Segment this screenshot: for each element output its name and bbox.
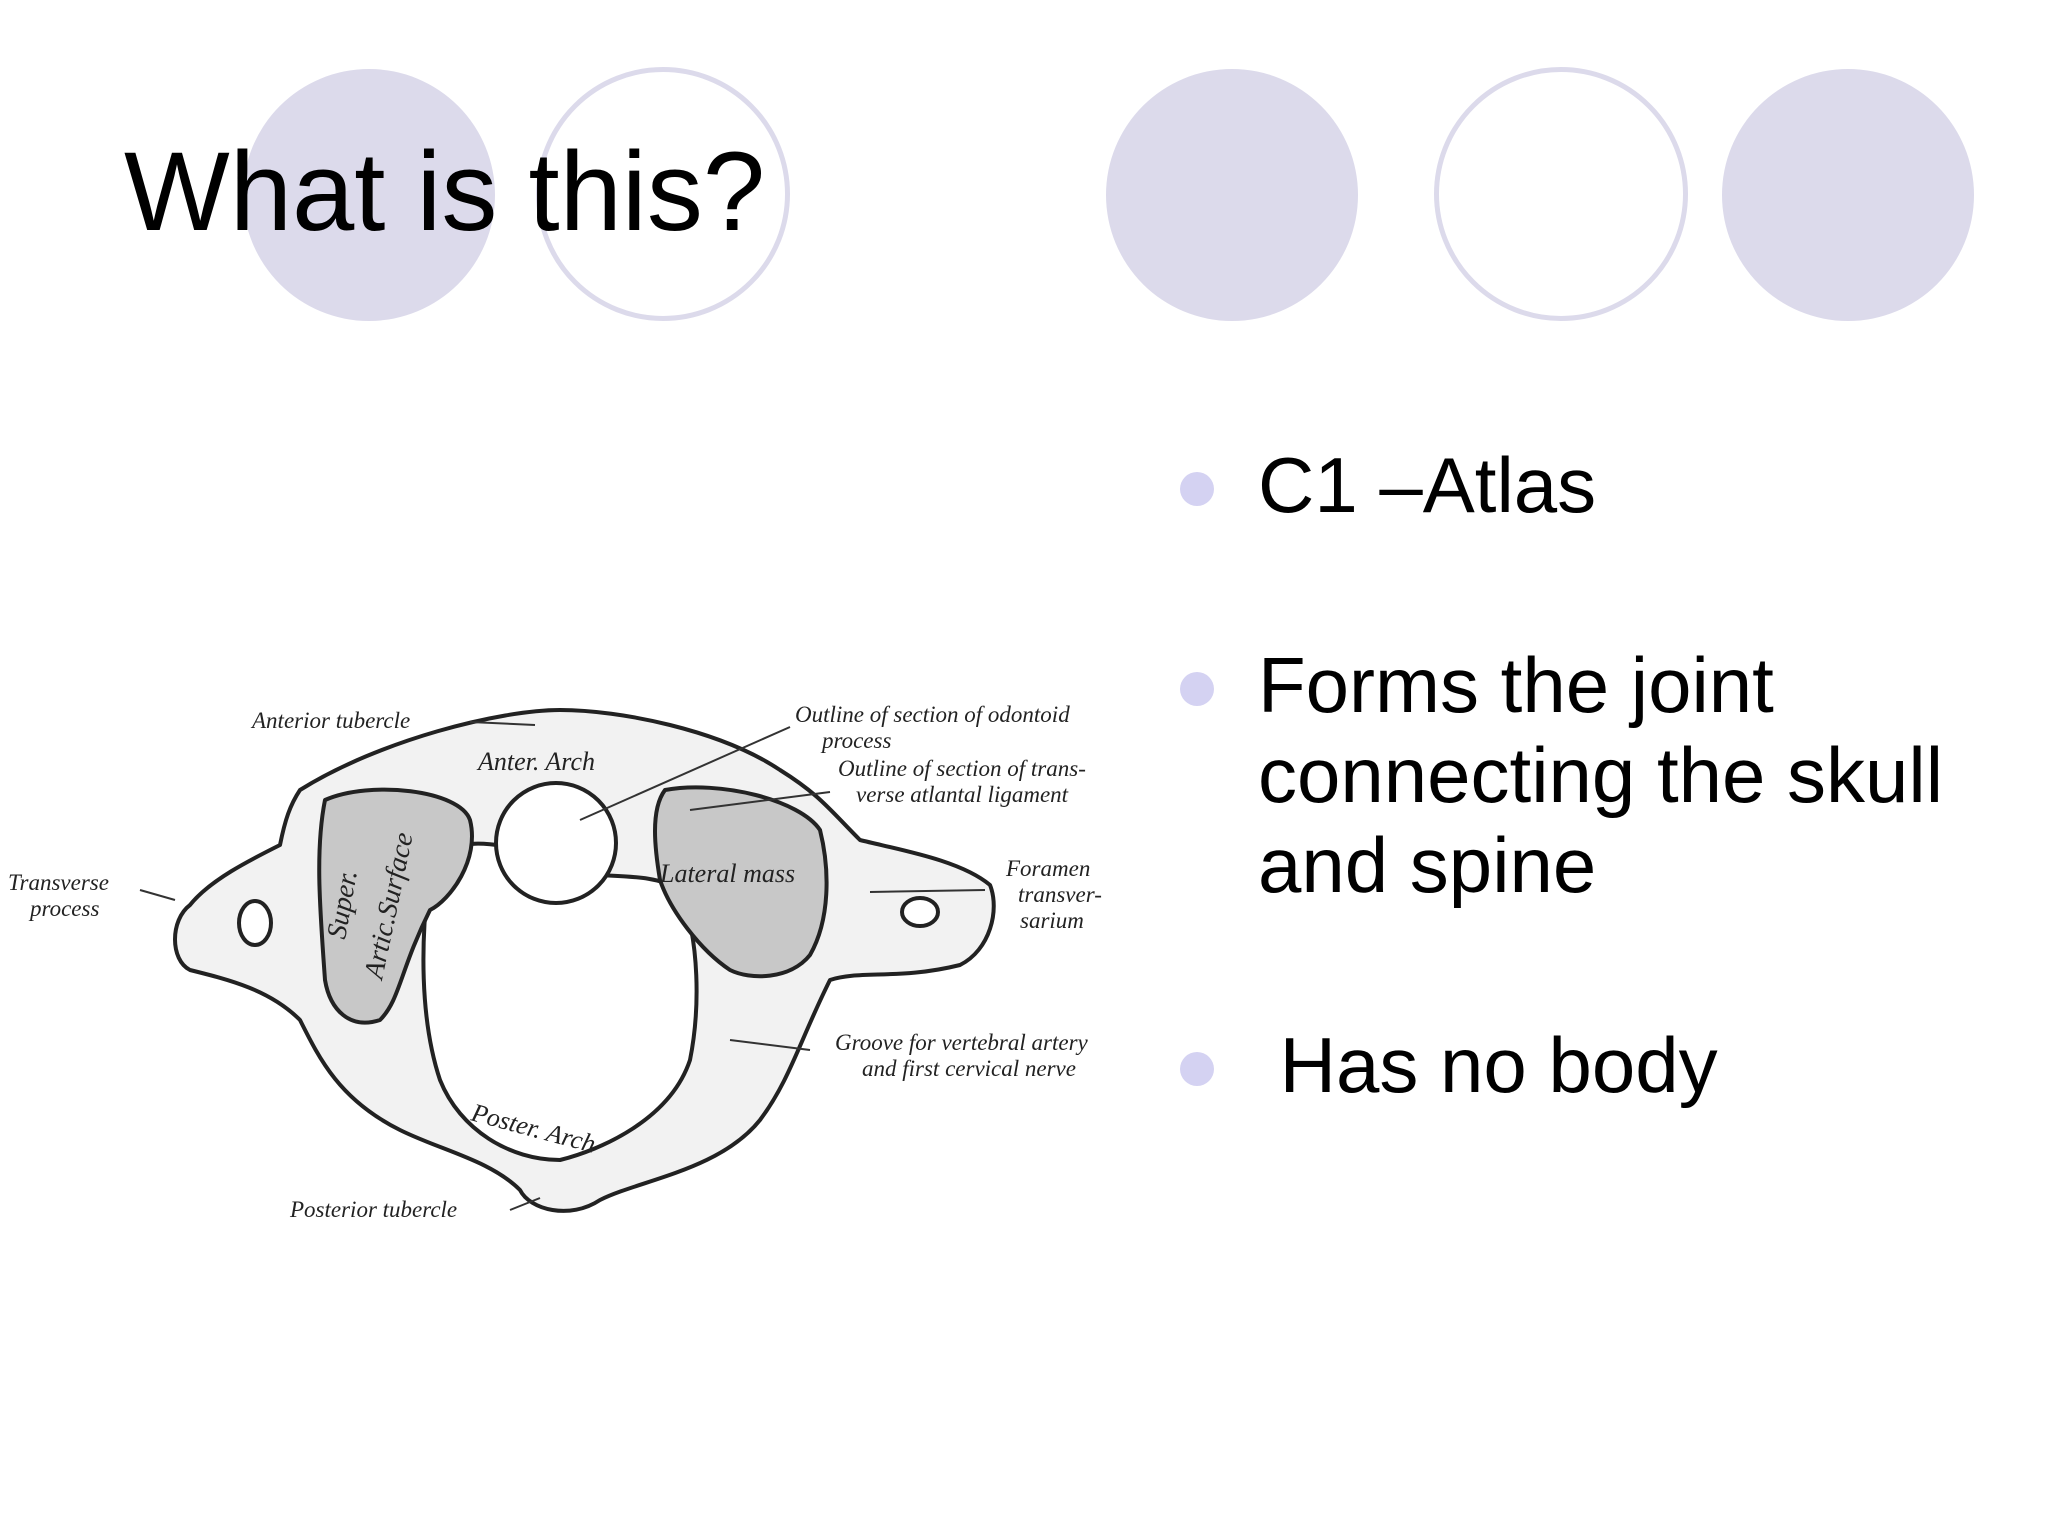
label-groove-line2: and first cervical nerve bbox=[862, 1056, 1076, 1081]
label-posterior-tubercle: Posterior tubercle bbox=[289, 1197, 457, 1222]
bullet-dot-icon bbox=[1180, 472, 1214, 506]
decor-circle-filled-1 bbox=[243, 69, 495, 321]
decor-circle-ring-2 bbox=[1434, 67, 1688, 321]
label-anterior-tubercle: Anterior tubercle bbox=[250, 708, 410, 733]
label-leader-lines bbox=[139, 721, 986, 1211]
slide-title: What is this? bbox=[124, 129, 766, 254]
label-anter-arch: Anter. Arch bbox=[476, 747, 595, 776]
label-lateral-mass: Lateral mass bbox=[659, 859, 795, 888]
decor-circle-ring-1 bbox=[536, 67, 790, 321]
label-groove-line1: Groove for vertebral artery bbox=[835, 1030, 1089, 1055]
label-foramen-line3: sarium bbox=[1020, 908, 1084, 933]
label-transverse-line1: Transverse bbox=[8, 870, 109, 895]
label-ligament-line2: verse atlantal ligament bbox=[856, 782, 1069, 807]
atlas-bone-drawing bbox=[173, 708, 996, 1213]
bullet-item: C1 –Atlas bbox=[1180, 440, 2030, 530]
label-odontoid-line2: process bbox=[820, 728, 891, 753]
bullet-text: C1 –Atlas bbox=[1258, 441, 1597, 529]
bullet-list: C1 –Atlas Forms the joint connecting the… bbox=[1180, 440, 2030, 1110]
label-transverse-line2: process bbox=[28, 896, 99, 921]
bullet-dot-icon bbox=[1180, 672, 1214, 706]
bullet-text: Has no body bbox=[1258, 1021, 1718, 1109]
bullet-dot-icon bbox=[1180, 1052, 1214, 1086]
label-foramen-line1: Foramen bbox=[1005, 856, 1090, 881]
label-ligament-line1: Outline of section of trans- bbox=[838, 756, 1086, 781]
label-foramen-line2: transver- bbox=[1018, 882, 1102, 907]
decor-circle-filled-2 bbox=[1106, 69, 1358, 321]
bullet-text: Forms the joint connecting the skull and… bbox=[1258, 641, 1944, 909]
bullet-item: Has no body bbox=[1180, 1020, 2030, 1110]
decor-circle-filled-3 bbox=[1722, 69, 1974, 321]
atlas-vertebra-diagram: Anterior tubercle Anter. Arch Outline of… bbox=[8, 702, 1102, 1222]
label-odontoid-line1: Outline of section of odontoid bbox=[795, 702, 1070, 727]
bullet-item: Forms the joint connecting the skull and… bbox=[1180, 640, 2030, 910]
